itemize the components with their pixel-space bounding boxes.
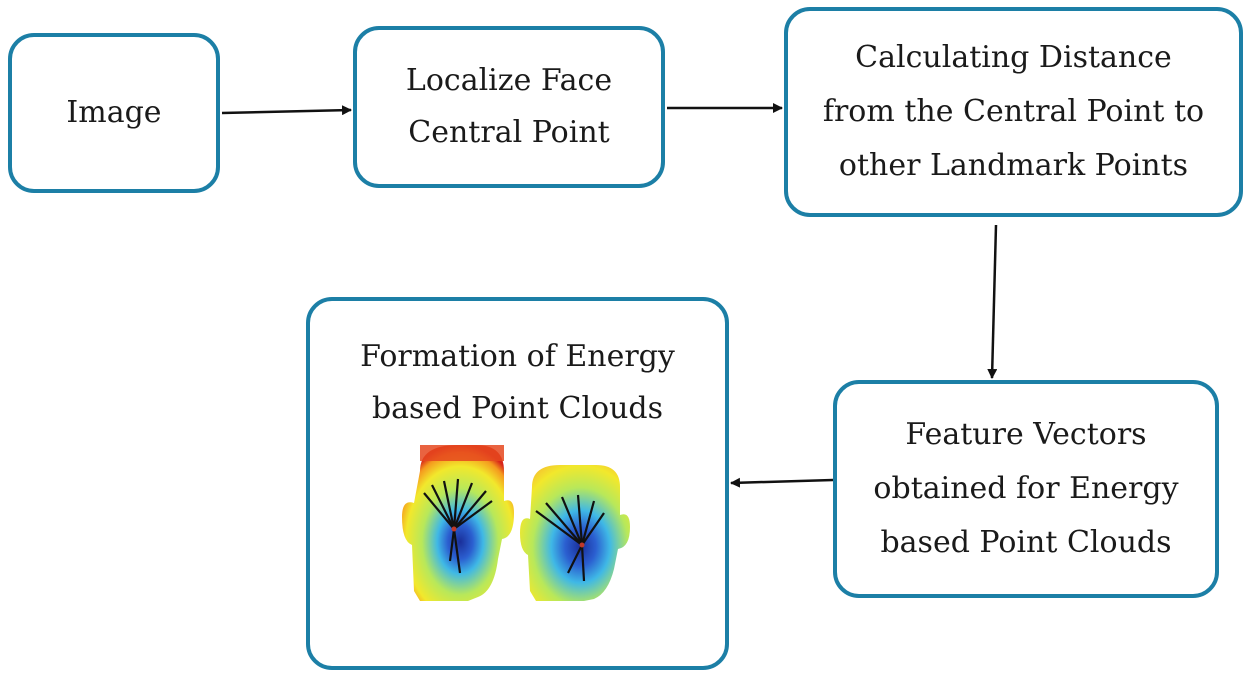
face-energy-heatmap-icon: [401, 445, 630, 601]
arrow-image-to-localize: [221, 105, 352, 116]
node-feature-line-2: obtained for Energy: [873, 471, 1179, 506]
arrow-feature-to-formation: [730, 477, 834, 488]
node-formation-line-1: Formation of Energy: [360, 339, 675, 374]
arrow-calc-to-feature: [987, 224, 998, 379]
node-calc-line-3: other Landmark Points: [838, 148, 1189, 183]
right-head-heatmap: [519, 465, 630, 601]
node-feature-line-1: Feature Vectors: [905, 417, 1147, 452]
node-calculating-distance: Calculating Distance from the Central Po…: [784, 7, 1243, 217]
node-localize-line-2: Central Point: [408, 115, 610, 150]
node-calc-line-2: from the Central Point to: [822, 94, 1205, 129]
node-calc-line-1: Calculating Distance: [855, 40, 1172, 75]
node-image-label: Image: [66, 95, 162, 130]
node-localize-line-1: Localize Face: [405, 63, 613, 98]
node-localize-face-central-point: Localize Face Central Point: [353, 26, 665, 188]
node-formation-line-2: based Point Clouds: [371, 391, 664, 426]
node-formation-point-clouds: Formation of Energy based Point Clouds: [306, 297, 729, 670]
node-feature-vectors: Feature Vectors obtained for Energy base…: [833, 380, 1219, 598]
left-head-heatmap: [401, 445, 514, 601]
node-feature-line-3: based Point Clouds: [880, 525, 1172, 560]
node-image: Image: [8, 33, 220, 193]
